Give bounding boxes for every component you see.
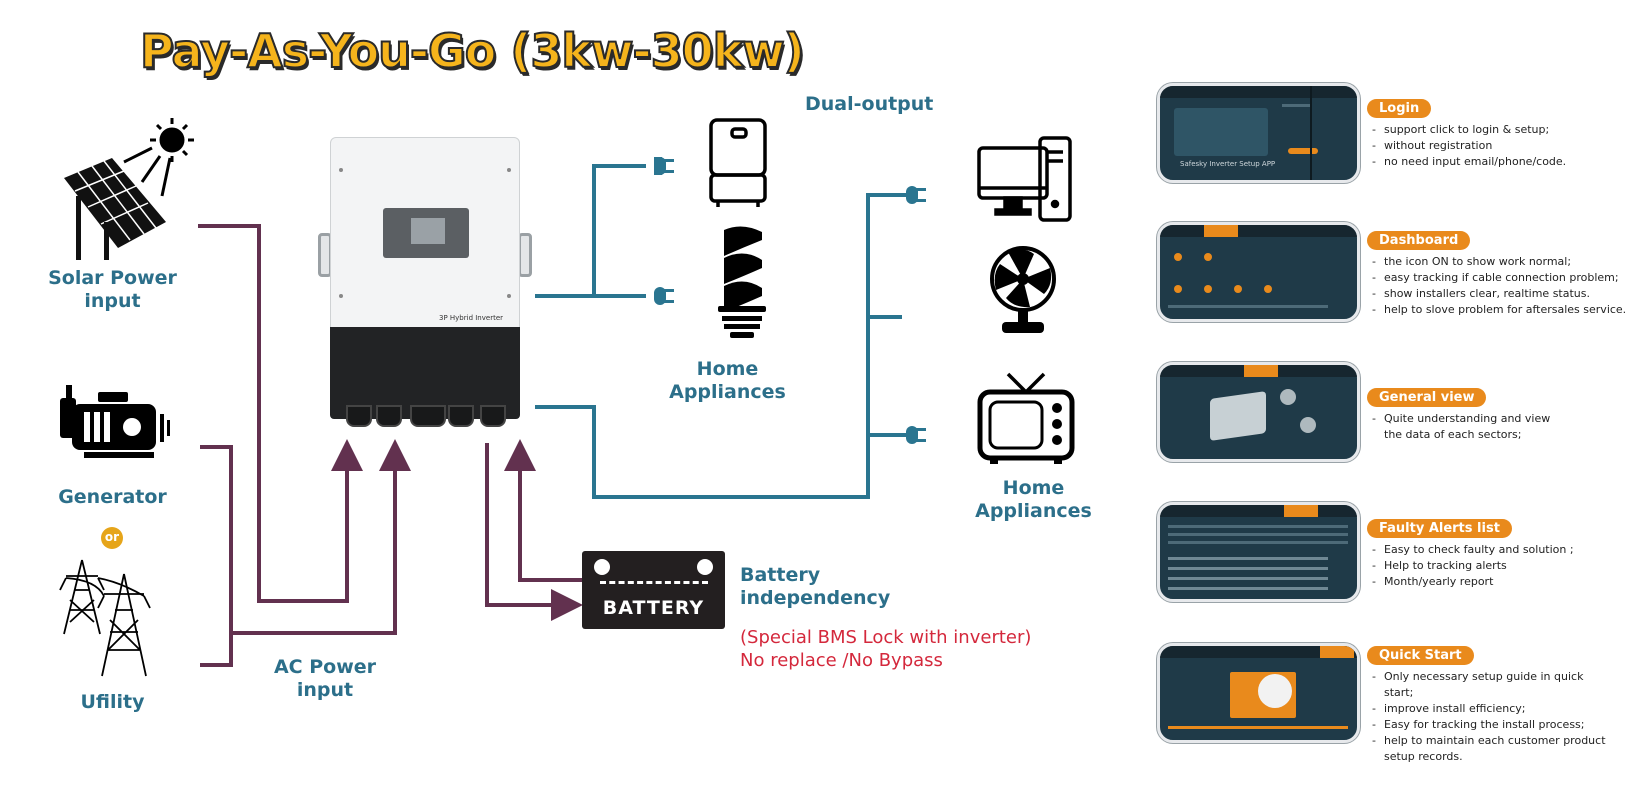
appliances-label-line: Appliances (669, 381, 786, 404)
list-item: Help to tracking alerts (1372, 558, 1574, 574)
inverter-control-panel (383, 208, 469, 258)
dual-output-label: Dual-output (805, 93, 934, 115)
inverter-model-label: 3P Hybrid Inverter (439, 314, 503, 322)
battery-icon: BATTERY (582, 551, 725, 629)
faulty-alerts-screen-thumbnail (1157, 502, 1360, 602)
plug-icon (906, 426, 926, 444)
battery-label: BATTERY (602, 597, 705, 619)
generator-label: Generator (58, 486, 167, 508)
list-item: no need input email/phone/code. (1372, 154, 1566, 170)
battery-terminal (594, 559, 610, 575)
home-appliances-label: Home Appliances (660, 358, 795, 404)
ac-power-label-line: AC Power (273, 656, 377, 678)
list-item: the icon ON to show work normal; (1372, 254, 1626, 270)
output-wires (535, 164, 906, 499)
general-view-screen-thumbnail (1157, 362, 1360, 462)
battery-independency-line: independency (740, 587, 891, 610)
plug-icon (906, 186, 926, 204)
appliances-label-line: Appliances (975, 500, 1092, 523)
generator-icon (60, 385, 170, 458)
appliances-label-line: Home (1002, 477, 1065, 499)
power-tower-icon (59, 559, 151, 677)
list-item: improve install efficiency; (1372, 701, 1612, 717)
battery-in-wire (504, 439, 582, 582)
general-view-feature-list: Quite understanding and view the data of… (1372, 411, 1562, 443)
ac-power-label-line: input (296, 679, 354, 702)
solar-label-line: Solar Power (48, 267, 177, 289)
battery-out-wire (485, 443, 583, 621)
ac-input-wires (198, 224, 583, 667)
or-badge: or (101, 527, 123, 549)
inverter-terminal-box (330, 327, 520, 419)
battery-terminal (697, 559, 713, 575)
home-appliances-label: Home Appliances (966, 477, 1101, 523)
faulty-alerts-feature-list: Easy to check faulty and solution ; Help… (1372, 542, 1574, 590)
bms-lock-note: (Special BMS Lock with inverter) No repl… (740, 626, 1031, 672)
list-item: show installers clear, realtime status. (1372, 286, 1626, 302)
inverter-body: 3P Hybrid Inverter (330, 137, 520, 329)
bms-note-line: (Special BMS Lock with inverter) (740, 627, 1032, 648)
faulty-alerts-feature-tag: Faulty Alerts list (1367, 519, 1512, 538)
plug-icons (646, 157, 926, 444)
hybrid-inverter: 3P Hybrid Inverter (318, 137, 532, 427)
list-item: help to maintain each customer product s… (1372, 733, 1612, 765)
list-item: Only necessary setup guide in quick star… (1372, 669, 1612, 701)
utility-label: Ufility (80, 691, 145, 713)
login-screen-thumbnail: Safesky Inverter Setup APP (1157, 83, 1360, 183)
login-feature-list: support click to login & setup; without … (1372, 122, 1566, 170)
tv-icon (977, 372, 1075, 464)
list-item: Easy for tracking the install process; (1372, 717, 1612, 733)
list-item: help to slove problem for aftersales ser… (1372, 302, 1626, 318)
solar-wire (198, 224, 363, 603)
battery-independency-label: Battery independency (740, 564, 890, 610)
list-item: Easy to check faulty and solution ; (1372, 542, 1574, 558)
dashboard-screen-thumbnail (1157, 222, 1360, 322)
list-item: Month/yearly report (1372, 574, 1574, 590)
login-screen-caption: Safesky Inverter Setup APP (1180, 160, 1276, 168)
list-item: support click to login & setup; (1372, 122, 1566, 138)
dashboard-feature-list: the icon ON to show work normal; easy tr… (1372, 254, 1626, 318)
plug-icon (654, 287, 674, 305)
solar-panel-icon (64, 158, 166, 260)
quick-start-screen-thumbnail (1157, 643, 1360, 743)
quick-start-feature-list: Only necessary setup guide in quick star… (1372, 669, 1612, 765)
fridge-icon (709, 118, 767, 207)
login-feature-tag: Login (1367, 99, 1432, 118)
dashboard-feature-tag: Dashboard (1367, 231, 1471, 250)
page-title: Pay-As-You-Go (3kw-30kw) (139, 23, 806, 79)
plug-icon (646, 157, 674, 175)
computer-icon (977, 136, 1072, 222)
sun-icon (123, 118, 194, 197)
quick-start-feature-tag: Quick Start (1367, 646, 1474, 665)
solar-label-line: input (84, 290, 141, 313)
appliances-label-line: Home (696, 358, 759, 380)
ac-power-input-label: AC Power input (255, 656, 395, 702)
inverter-handle (518, 233, 532, 277)
generator-wire (200, 445, 233, 667)
list-item: Quite understanding and view the data of… (1372, 411, 1562, 443)
ac-wire (231, 439, 411, 635)
general-view-feature-tag: General view (1367, 388, 1487, 407)
solar-input-label: Solar Power input (40, 267, 185, 313)
bms-note-line: No replace /No Bypass (740, 650, 943, 672)
list-item: easy tracking if cable connection proble… (1372, 270, 1626, 286)
inverter-display (411, 218, 445, 244)
battery-independency-line: Battery (740, 564, 821, 586)
list-item: without registration (1372, 138, 1566, 154)
bulb-icon (718, 226, 766, 338)
fan-icon (990, 246, 1056, 333)
